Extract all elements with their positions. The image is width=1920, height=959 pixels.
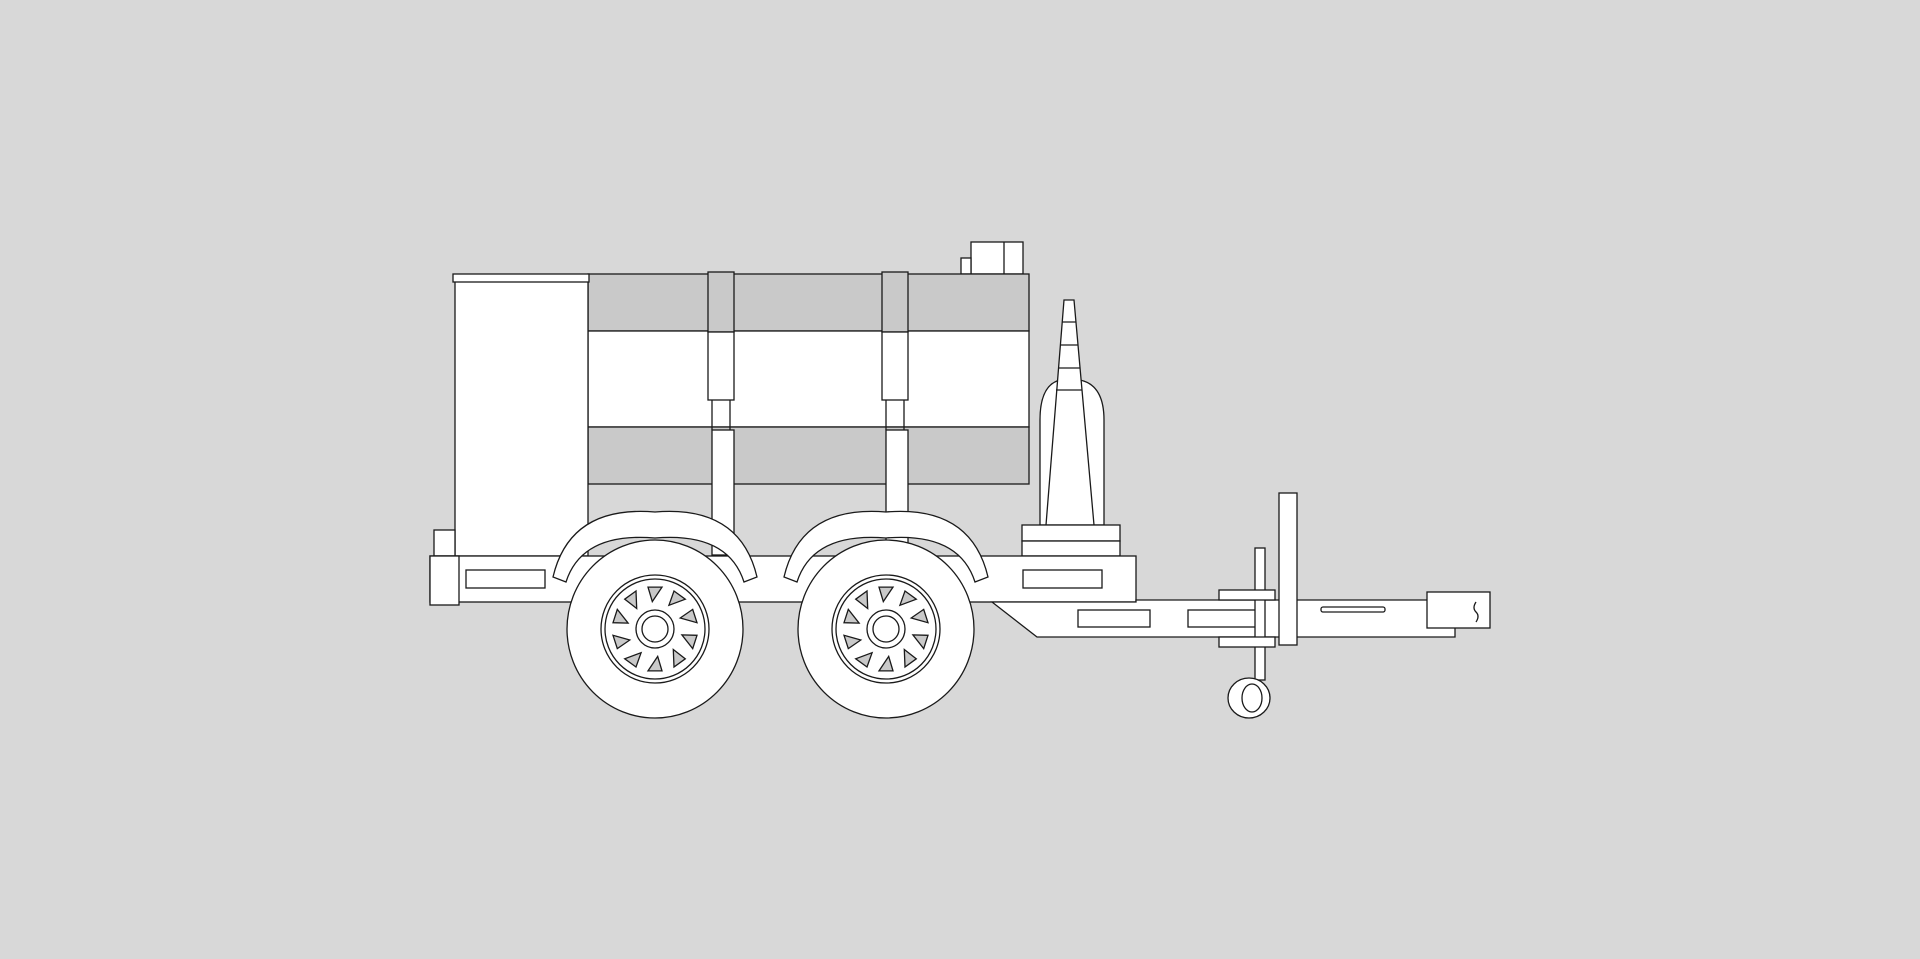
rim-vent [646, 654, 663, 672]
rim-vent [903, 648, 918, 669]
fender-front [552, 510, 758, 583]
reflector [465, 569, 546, 589]
rim-vent [898, 589, 918, 607]
tank-top-fitting [960, 241, 1024, 275]
rim-vent [612, 608, 630, 624]
fender-rear [783, 510, 989, 583]
rim-vent [843, 608, 861, 624]
rim-vent [843, 634, 863, 650]
hitch-coupler [1426, 591, 1491, 629]
traffic-cone [1021, 299, 1121, 557]
wheel-rear [797, 539, 975, 719]
tank [587, 273, 1030, 485]
rim-vent [672, 648, 687, 669]
trailer-model [429, 241, 1491, 719]
rim-vent [678, 608, 698, 624]
reflector [1022, 569, 1103, 589]
rim-vent [909, 608, 929, 624]
rim-vent [854, 589, 869, 610]
cabinet [433, 273, 590, 557]
rim-vent [911, 634, 929, 650]
rim-vent [878, 586, 895, 604]
rim-vent [623, 651, 643, 669]
rim-vent [612, 634, 632, 650]
rim-vent [623, 589, 638, 610]
wheel-front [566, 539, 744, 719]
rim-vent [854, 651, 874, 669]
rim-vent [877, 654, 894, 672]
drawbar [990, 591, 1491, 638]
rim-vent [647, 586, 664, 604]
rim-vent [667, 589, 687, 607]
chassis [429, 555, 1137, 606]
rim-vent [680, 634, 698, 650]
jockey-wheel[interactable] [1218, 492, 1298, 719]
